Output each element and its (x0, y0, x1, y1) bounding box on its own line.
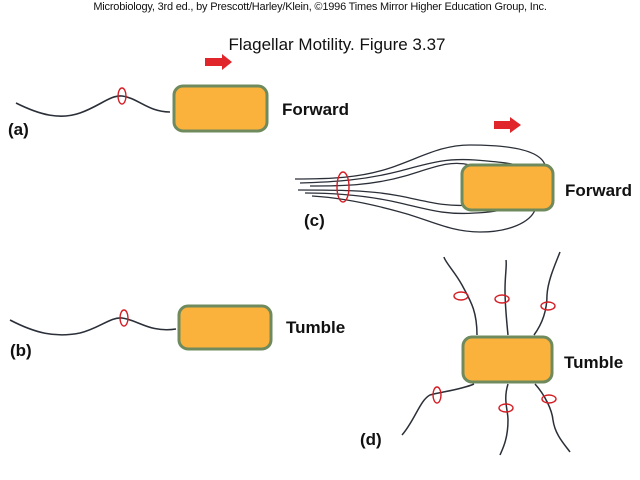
panel-a-state: Forward (282, 100, 350, 119)
bacterial-cell (461, 335, 554, 384)
panel-a (15, 54, 269, 133)
flagellum (9, 317, 177, 336)
panel-b (9, 304, 273, 351)
figure-title: Flagellar Motility. Figure 3.37 (228, 35, 446, 54)
flagellum (15, 95, 171, 117)
bacterial-cell (172, 84, 269, 133)
panel-c (294, 117, 555, 233)
bacterial-cell (177, 304, 273, 351)
rotation-icon (336, 171, 350, 203)
bacterial-cell (460, 163, 555, 212)
panel-d-label: (d) (360, 430, 382, 449)
panel-c-state: Forward (565, 181, 633, 200)
forward-arrow-icon (205, 54, 232, 70)
panel-d (401, 251, 571, 456)
rotation-icons (432, 291, 557, 413)
panel-a-label: (a) (8, 120, 29, 139)
panel-b-label: (b) (10, 341, 32, 360)
panel-d-state: Tumble (564, 353, 624, 372)
rotation-icon (117, 87, 127, 105)
flagella-tumbling (401, 251, 571, 456)
panel-b-state: Tumble (286, 318, 346, 337)
figure-credit: Microbiology, 3rd ed., by Prescott/Harle… (93, 1, 547, 13)
flagella-bundle (294, 144, 546, 233)
panel-c-label: (c) (304, 211, 325, 230)
forward-arrow-icon (494, 117, 521, 133)
rotation-icon (119, 309, 129, 327)
